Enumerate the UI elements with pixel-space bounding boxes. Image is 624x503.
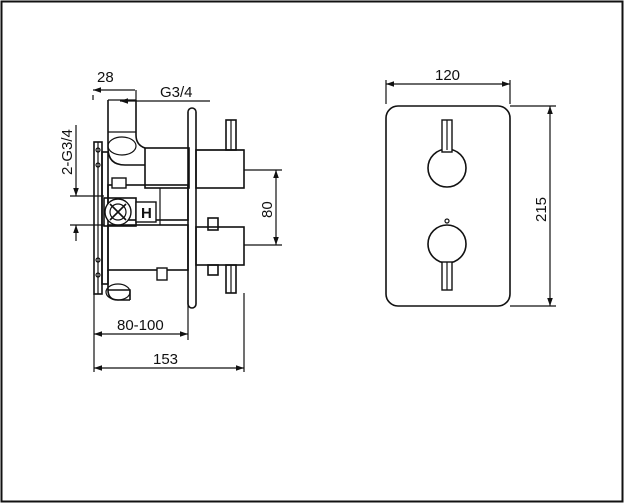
wall-plate-side xyxy=(187,107,197,309)
front-dimensions: 120 215 xyxy=(385,67,556,307)
lower-handle-body xyxy=(195,226,245,266)
dim-120-label: 120 xyxy=(435,67,460,84)
upper-cartridge xyxy=(144,147,190,189)
dim-thread-inlets-label: 2-G3/4 xyxy=(59,129,76,175)
upper-knob xyxy=(427,148,467,188)
dim-215-label: 215 xyxy=(533,197,550,222)
side-dimensions: 28 G3/4 2-G3/4 80 80-100 153 xyxy=(59,69,282,372)
front-plate xyxy=(385,105,511,307)
dim-thread-outlet-label: G3/4 xyxy=(160,84,193,101)
lower-knob xyxy=(427,224,467,264)
dim-80-label: 80 xyxy=(259,201,276,218)
dim-80-100-label: 80-100 xyxy=(117,317,164,334)
lower-cartridge xyxy=(107,224,189,271)
hot-marker: H xyxy=(141,205,152,222)
front-view xyxy=(385,105,511,307)
dim-28-label: 28 xyxy=(97,69,114,86)
dim-153-label: 153 xyxy=(153,351,178,368)
side-view: H xyxy=(93,99,245,309)
upper-handle-body xyxy=(195,149,245,189)
